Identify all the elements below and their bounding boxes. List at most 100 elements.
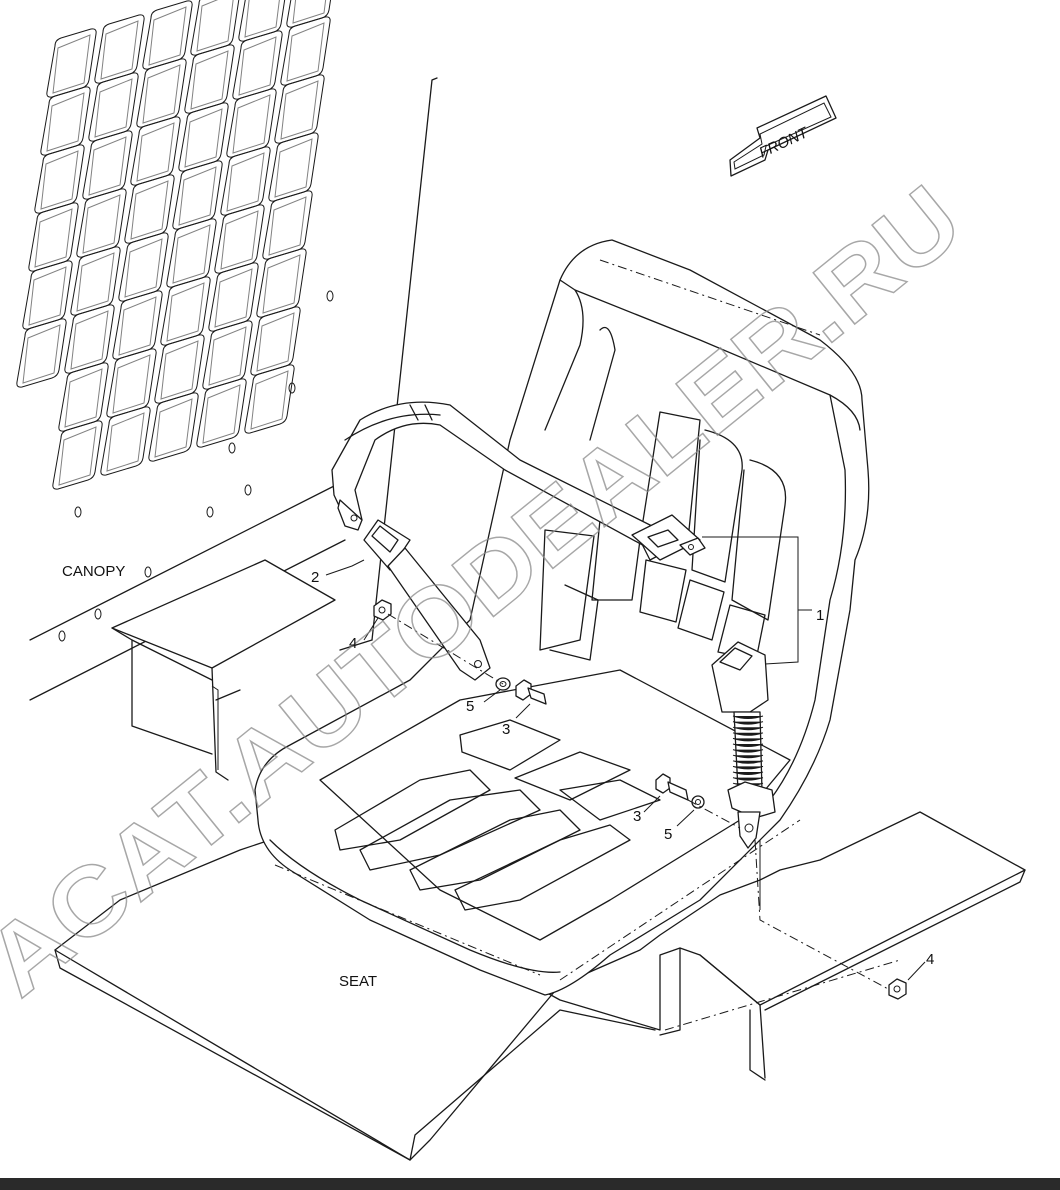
mesh-cell	[124, 174, 175, 244]
mesh-cell-inner	[34, 208, 73, 268]
mesh-cell	[16, 318, 67, 388]
mesh-cell-inner	[118, 296, 157, 356]
mesh-cell-inner	[82, 194, 121, 254]
mesh-cell	[184, 44, 235, 114]
mesh-cell	[208, 262, 259, 332]
buckle-stalk-rib	[732, 754, 764, 759]
buckle-stalk-rib	[732, 732, 764, 736]
mesh-cell	[172, 160, 223, 230]
mesh-cell	[52, 420, 103, 490]
hardware	[373, 599, 907, 1000]
front-direction-arrow: FRONT	[729, 95, 837, 177]
buckle-stalk-rib	[732, 737, 764, 742]
mesh-cell	[226, 88, 277, 158]
mesh-cell	[136, 58, 187, 128]
mesh-cell	[262, 190, 313, 260]
buckle-stalk-rib	[732, 749, 764, 753]
canopy-label: CANOPY	[62, 563, 125, 580]
mesh-cell-inner	[88, 136, 127, 196]
mesh-cell-inner	[208, 326, 247, 386]
mesh-cell-inner	[100, 20, 139, 80]
mesh-cell	[46, 28, 97, 98]
mesh-cell-inner	[70, 310, 109, 370]
callout-3-upper: 3	[502, 721, 510, 738]
mesh-cell	[100, 406, 151, 476]
mesh-cell-inner	[250, 370, 289, 430]
mesh-cell	[148, 392, 199, 462]
mesh-cell	[76, 188, 127, 258]
mesh-cell-inner	[178, 166, 217, 226]
mesh-cell	[214, 204, 265, 274]
mesh-cell-inner	[202, 384, 241, 444]
mesh-cell-inner	[58, 426, 97, 486]
mesh-cell-inner	[136, 122, 175, 182]
mesh-cell	[34, 144, 85, 214]
mesh-cell	[220, 146, 271, 216]
mesh-cell-inner	[292, 0, 327, 24]
callout-5-upper: 5	[466, 698, 474, 715]
mesh-cell	[82, 130, 133, 200]
mesh-cell	[118, 232, 169, 302]
mesh-cell-inner	[166, 282, 205, 342]
mesh-cell-inner	[238, 36, 277, 96]
mesh-cell-inner	[76, 252, 115, 312]
mesh-cell-inner	[130, 180, 169, 240]
mesh-cell	[238, 0, 286, 42]
mesh-cell-inner	[274, 138, 313, 198]
bottom-border	[0, 1178, 1060, 1190]
mesh-cell-inner	[28, 266, 67, 326]
mesh-cell-inner	[280, 80, 319, 140]
buckle-stalk-rib	[732, 771, 764, 775]
mesh-cell-inner	[148, 6, 187, 66]
canopy-side-bracket	[111, 559, 336, 781]
mesh-cell	[154, 334, 205, 404]
mesh-cell-inner	[46, 92, 85, 152]
mesh-cell-inner	[286, 22, 325, 82]
mesh-cell-inner	[154, 398, 193, 458]
callout-4-lower: 4	[926, 951, 934, 968]
mesh-cell	[64, 304, 115, 374]
mesh-cell	[196, 378, 247, 448]
callout-3-lower: 3	[633, 808, 641, 825]
canopy-mesh	[16, 0, 332, 490]
seat-belt-buckle	[711, 641, 776, 849]
buckle-stalk-rib	[732, 715, 764, 719]
mesh-cell-inner	[40, 150, 79, 210]
mesh-cell	[280, 16, 331, 86]
seat-belt-webbing	[331, 401, 706, 681]
mesh-cell-inner	[52, 34, 91, 94]
canopy-frame	[29, 77, 438, 701]
callout-5-lower: 5	[664, 826, 672, 843]
mesh-cell-inner	[190, 50, 229, 110]
mesh-cell-inner	[184, 108, 223, 168]
mesh-cell-inner	[112, 354, 151, 414]
mesh-cell	[58, 362, 109, 432]
callout-2: 2	[311, 569, 319, 586]
mesh-cell-inner	[196, 0, 234, 52]
mesh-cell	[88, 72, 139, 142]
mesh-cell	[286, 0, 332, 28]
mesh-cell	[190, 0, 240, 56]
mesh-cell-inner	[106, 412, 145, 472]
callout-1: 1	[816, 607, 824, 624]
mesh-cell	[232, 30, 283, 100]
mesh-cell	[112, 290, 163, 360]
callout-4-upper: 4	[349, 635, 357, 652]
buckle-stalk-rib	[732, 743, 764, 747]
mesh-cell	[40, 86, 91, 156]
mesh-cell-inner	[268, 196, 307, 256]
callout-leaders	[325, 536, 926, 981]
mesh-cell	[22, 260, 73, 330]
mesh-cell-inner	[160, 340, 199, 400]
mesh-cell	[244, 364, 295, 434]
mesh-cell-inner	[220, 210, 259, 270]
mesh-cell	[28, 202, 79, 272]
mesh-cell	[268, 132, 319, 202]
mesh-cell-inner	[142, 64, 181, 124]
mesh-cell-inner	[64, 368, 103, 428]
mesh-cell	[250, 306, 301, 376]
mesh-cell-inner	[244, 0, 280, 38]
mesh-cell-inner	[226, 152, 265, 212]
mesh-cell	[202, 320, 253, 390]
mesh-cell-inner	[124, 238, 163, 298]
